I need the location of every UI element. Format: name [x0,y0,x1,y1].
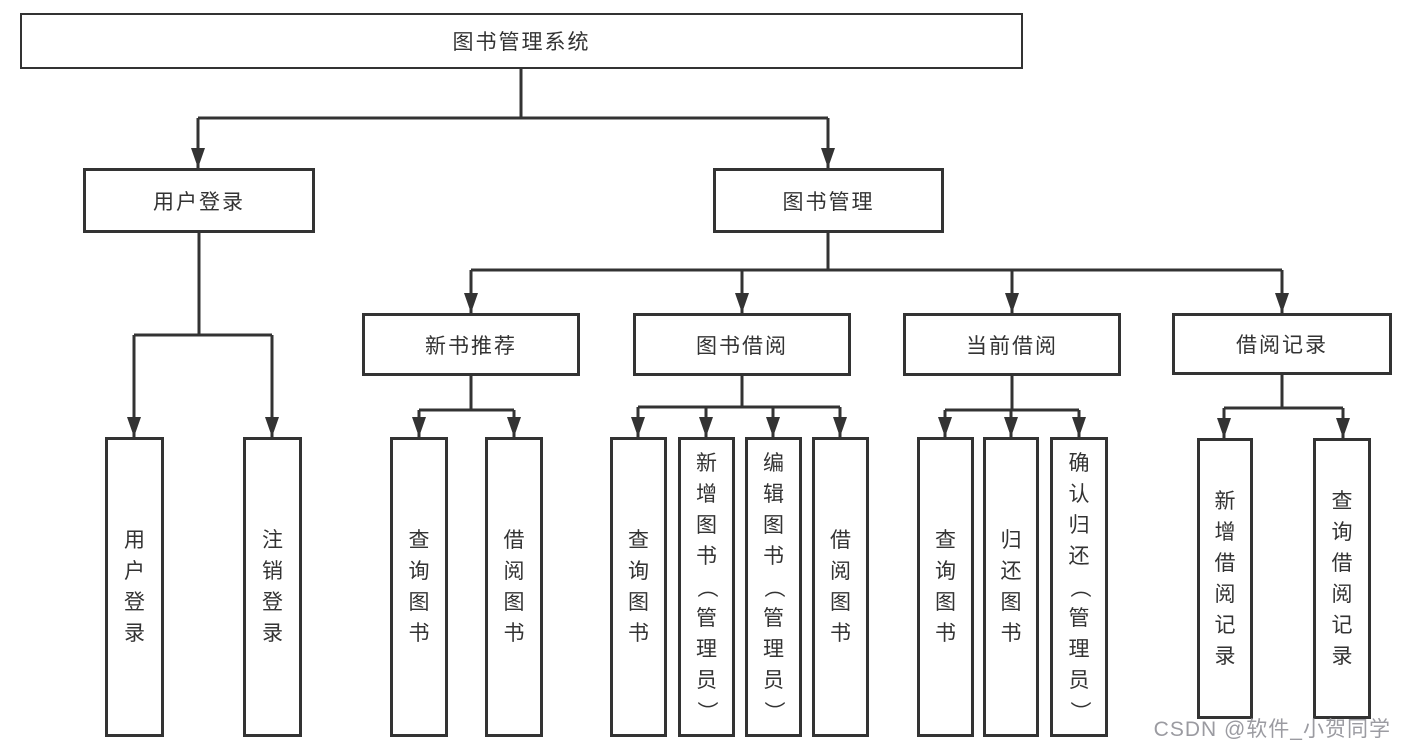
connector-new-book-trunk [419,376,514,412]
node-user-login-label: 用户登录 [153,190,245,214]
node-book-management: 图书管理 [713,168,944,233]
node-root: 图书管理系统 [20,13,1023,69]
leaf-logout-label: 注销登录 [262,529,283,645]
watermark: CSDN @软件_小贺同学 [1153,718,1391,741]
node-book-management-label: 图书管理 [782,190,875,214]
leaf-logout: 注销登录 [243,437,302,737]
leaf-query-books-under-current-label: 查询图书 [935,529,956,645]
node-borrowing-records: 借阅记录 [1172,313,1392,375]
leaf-add-books-admin-label: 新增图书（管理员） [695,451,718,722]
leaf-borrow-books-under-borrowing-label: 借阅图书 [830,529,851,645]
leaf-query-books-under-current: 查询图书 [917,437,974,737]
connector-records-trunk [1224,375,1343,410]
leaf-query-borrow-record: 查询借阅记录 [1313,438,1371,719]
leaf-add-borrow-record: 新增借阅记录 [1197,438,1253,719]
node-new-book-recommendation-label: 新书推荐 [425,334,517,358]
leaf-user-login-label: 用户登录 [124,529,145,645]
connector-current-trunk [945,376,1079,412]
leaf-borrow-books-under-recommend: 借阅图书 [485,437,543,737]
node-current-borrowing: 当前借阅 [903,313,1121,376]
leaf-confirm-return-admin-label: 确认归还（管理员） [1067,451,1091,722]
leaf-borrow-books-under-borrowing: 借阅图书 [812,437,869,737]
connector-borrowing-trunk [638,376,840,409]
node-current-borrowing-label: 当前借阅 [966,334,1058,358]
connector-book-management-trunk [471,233,1282,272]
leaf-edit-books-admin: 编辑图书（管理员） [745,437,802,737]
node-root-label: 图书管理系统 [452,31,591,54]
leaf-query-books-under-recommend: 查询图书 [390,437,448,737]
leaf-confirm-return-admin: 确认归还（管理员） [1050,437,1108,737]
leaf-borrow-books-under-recommend-label: 借阅图书 [503,529,525,645]
leaf-add-books-admin: 新增图书（管理员） [678,437,735,737]
leaf-return-books: 归还图书 [983,437,1039,737]
leaf-add-borrow-record-label: 新增借阅记录 [1214,489,1236,668]
leaf-query-books-under-borrowing: 查询图书 [610,437,667,737]
leaf-return-books-label: 归还图书 [1000,529,1022,645]
node-book-borrowing: 图书借阅 [633,313,851,376]
node-user-login: 用户登录 [83,168,315,233]
leaf-query-books-under-recommend-label: 查询图书 [408,529,430,645]
connector-user-login-trunk [134,233,272,337]
leaf-edit-books-admin-label: 编辑图书（管理员） [762,451,785,722]
leaf-query-books-under-borrowing-label: 查询图书 [628,529,649,645]
connector-root-trunk [198,69,828,120]
leaf-query-borrow-record-label: 查询借阅记录 [1331,489,1353,668]
leaf-user-login: 用户登录 [105,437,164,737]
node-borrowing-records-label: 借阅记录 [1236,334,1328,357]
node-book-borrowing-label: 图书借阅 [696,334,788,358]
node-new-book-recommendation: 新书推荐 [362,313,580,376]
